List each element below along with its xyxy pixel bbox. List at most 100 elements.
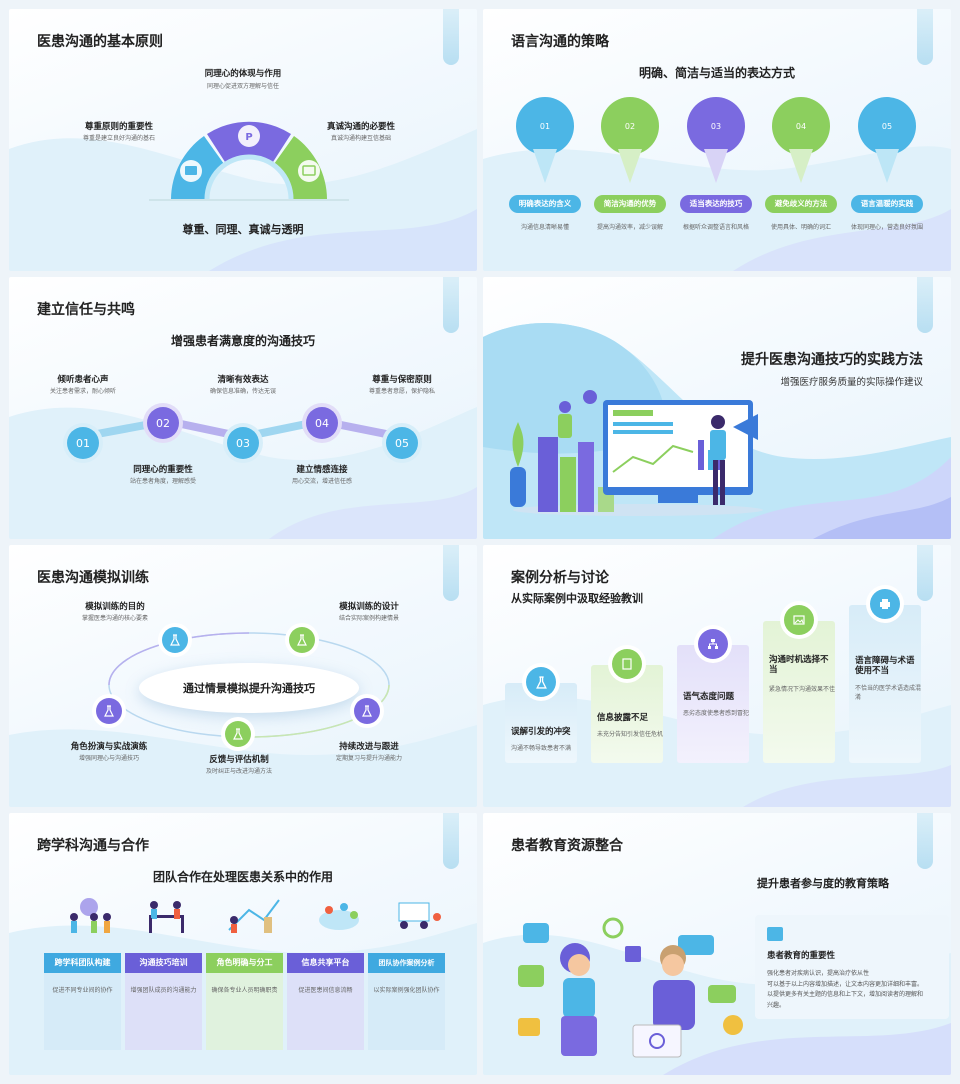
slide-section-practice[interactable]: 提升医患沟通技巧的实践方法 增强医疗服务质量的实际操作建议 (483, 277, 951, 539)
step-desc: 用心交流，增进信任感 (291, 478, 352, 485)
tab-decoration (443, 545, 459, 601)
slide-subtitle: 明确、简洁与适当的表达方式 (638, 66, 795, 80)
case-desc: 紧急情况下沟通效果不佳 (769, 686, 836, 693)
team-desc: 促进不同专业间的协作 (52, 987, 113, 994)
left-label: 尊重原则的重要性 (84, 122, 153, 132)
training-desc: 增强同理心与沟通技巧 (78, 755, 139, 762)
step-node: 03 (227, 427, 259, 459)
tab-decoration (443, 9, 459, 65)
tab-decoration (917, 545, 933, 601)
slide-subtitle: 从实际案例中汲取经验教训 (511, 592, 643, 605)
team-header: 团队协作案例分析 (368, 953, 445, 973)
team-header: 沟通技巧培训 (125, 953, 202, 973)
slide-simulation[interactable]: 医患沟通模拟训练 通过情景模拟提升沟通技巧 模拟训练的目的 掌握医患沟通的核心要… (9, 545, 477, 807)
education-illustration (518, 917, 743, 1058)
tab-decoration (917, 277, 933, 333)
card-line: 以提供更多有关主题的信息和上下文，增加阅读者的理解和 (767, 991, 924, 998)
org-chart-icon (698, 629, 728, 659)
step-label: 同理心的重要性 (133, 465, 193, 475)
document-icon (612, 649, 642, 679)
case-desc: 不恰当的医学术语造成混淆 (855, 685, 922, 701)
step-node: 02 (147, 407, 179, 439)
flask-icon (526, 667, 556, 697)
strategy-pill: 适当表达的技巧 (680, 195, 752, 213)
slide-title: 医患沟通的基本原则 (37, 34, 163, 50)
flask-icon (289, 627, 315, 653)
left-desc: 尊重是建立良好沟通的基石 (82, 135, 155, 142)
step-label: 建立情感连接 (296, 465, 348, 475)
case-card (591, 665, 663, 763)
team-desc: 促进医患间信息流畅 (298, 987, 353, 994)
slide-title: 医患沟通模拟训练 (37, 570, 149, 586)
slide-title: 建立信任与共鸣 (37, 302, 135, 318)
step-label: 尊重与保密原则 (372, 375, 432, 385)
flask-icon (96, 698, 122, 724)
tab-decoration (443, 813, 459, 869)
tab-decoration (917, 813, 933, 869)
training-label: 角色扮演与实战演练 (70, 742, 148, 752)
case-label: 语气态度问题 (683, 692, 735, 702)
step-label: 倾听患者心声 (57, 375, 109, 385)
card-line: 可以基于以上内容增加描述，让文本内容更加详细和丰富。 (767, 980, 924, 988)
flask-icon (354, 698, 380, 724)
slide-subtitle: 团队合作在处理医患关系中的作用 (152, 870, 333, 884)
strategy-desc: 沟通信息清晰易懂 (520, 224, 569, 231)
slide-title: 案例分析与讨论 (511, 570, 609, 586)
slide-trust[interactable]: 建立信任与共鸣 增强患者满意度的沟通技巧 01 02 03 04 05 倾听患者… (9, 277, 477, 539)
strategy-pill: 避免歧义的方法 (765, 195, 837, 213)
case-label: 信息披露不足 (597, 713, 649, 723)
slide-language-strategy[interactable]: 语言沟通的策略 明确、简洁与适当的表达方式 01 02 03 04 05 明确表… (483, 9, 951, 271)
slide-basic-principles[interactable]: 医患沟通的基本原则 同理心的体现与作用 同理心促进双方理解与信任 尊重原则的重要… (9, 9, 477, 271)
right-desc: 真诚沟通构建互信基础 (330, 135, 391, 142)
semicircle-diagram: P (149, 121, 349, 201)
card-line: 兴趣。 (767, 1001, 786, 1009)
step-circle: 02 (601, 97, 659, 155)
image-icon (784, 605, 814, 635)
case-label: 语言障碍与术语使用不当 (855, 656, 915, 676)
education-card: 患者教育的重要性 强化患者对疾病认识，提高治疗依从性 可以基于以上内容增加描述，… (755, 915, 949, 1019)
slide-title: 患者教育资源整合 (511, 838, 623, 854)
section-subtitle: 增强医疗服务质量的实际操作建议 (780, 377, 923, 388)
team-header: 角色明确与分工 (206, 953, 283, 973)
slide-subtitle: 增强患者满意度的沟通技巧 (170, 334, 315, 348)
card-title: 患者教育的重要性 (767, 951, 836, 961)
team-header: 跨学科团队构建 (44, 953, 121, 973)
top-label: 同理心的体现与作用 (204, 69, 282, 79)
step-desc: 关注患者需求，耐心倾听 (49, 388, 116, 395)
step-circle: 05 (858, 97, 916, 155)
training-desc: 结合实际案例构建情景 (338, 615, 399, 622)
team-desc: 确保各专业人员明确职责 (211, 987, 278, 994)
team-illustrations (70, 898, 441, 933)
bottom-caption: 尊重、同理、真诚与透明 (182, 223, 304, 236)
step-circle: 01 (516, 97, 574, 155)
case-card (677, 645, 749, 763)
training-label: 模拟训练的目的 (85, 602, 145, 612)
slide-subtitle: 提升患者参与度的教育策略 (757, 877, 889, 890)
right-label: 真诚沟通的必要性 (326, 122, 395, 132)
training-label: 反馈与评估机制 (209, 755, 269, 765)
step-desc: 站在患者角度，理解感受 (129, 478, 196, 485)
case-label: 误解引发的冲突 (511, 727, 571, 737)
team-desc: 增强团队成员的沟通能力 (130, 987, 197, 994)
section-title: 提升医患沟通技巧的实践方法 (741, 352, 923, 368)
case-label: 沟通时机选择不当 (769, 655, 829, 675)
case-card (849, 605, 921, 763)
slide-interdisciplinary[interactable]: 跨学科沟通与合作 团队合作在处理医患关系中的作用 跨学科团队构建 沟通技巧培训 … (9, 813, 477, 1075)
training-desc: 定期复习与提升沟通能力 (335, 755, 402, 762)
tab-decoration (917, 9, 933, 65)
card-body: 强化患者对疾病认识，提高治疗依从性 可以基于以上内容增加描述，让文本内容更加详细… (767, 969, 923, 1011)
strategy-desc: 提高沟通效率，减少误解 (596, 224, 663, 231)
slide-case-analysis[interactable]: 案例分析与讨论 从实际案例中汲取经验教训 误解引发的冲突 沟通不畅导致患者不满 … (483, 545, 951, 807)
center-bubble: 通过情景模拟提升沟通技巧 (139, 663, 359, 713)
flask-icon (225, 721, 251, 747)
strategy-desc: 根据听众调整语言和风格 (682, 224, 749, 231)
step-arrows (533, 149, 899, 183)
top-desc: 同理心促进双方理解与信任 (206, 83, 279, 90)
card-line: 强化患者对疾病认识，提高治疗依从性 (767, 970, 870, 977)
printer-icon (870, 589, 900, 619)
training-desc: 掌握医患沟通的核心要素 (81, 615, 148, 622)
analytics-illustration (510, 390, 763, 516)
training-desc: 及时纠正与改进沟通方法 (205, 768, 272, 775)
strategy-desc: 使用具体、明确的词汇 (770, 224, 831, 231)
slide-patient-education[interactable]: 患者教育资源整合 提升患者参与度的教育策略 患者教育的重要性 强化患者对疾病认识… (483, 813, 951, 1075)
